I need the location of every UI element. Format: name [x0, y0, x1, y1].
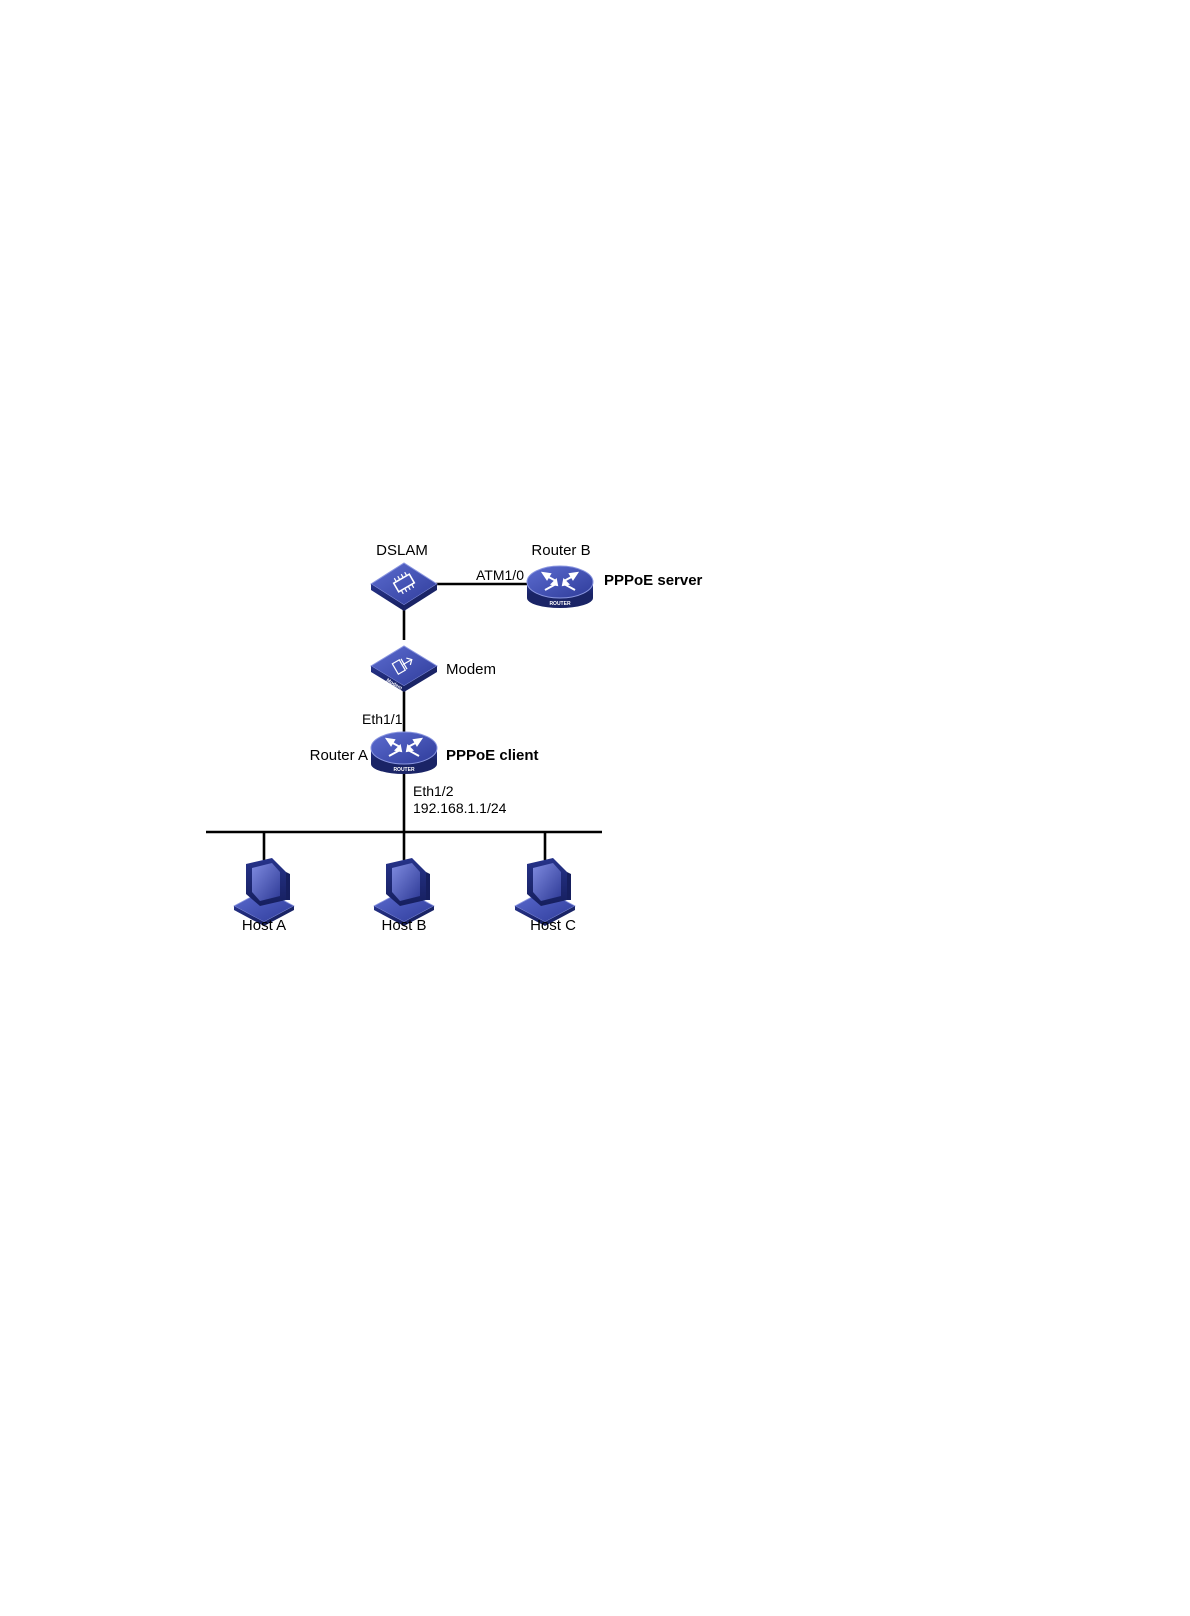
- host-a-icon: [234, 858, 294, 926]
- dslam-icon: [371, 563, 437, 611]
- router-a-role: PPPoE client: [446, 747, 539, 764]
- host-c-label: Host C: [530, 917, 576, 934]
- router-a-label: Router A: [310, 747, 368, 764]
- host-b-label: Host B: [381, 917, 426, 934]
- router-a-badge: ROUTER: [393, 767, 415, 773]
- modem-icon: Modem: [371, 646, 437, 692]
- router-b-badge: ROUTER: [549, 601, 571, 607]
- host-a-label: Host A: [242, 917, 286, 934]
- eth11-interface-label: Eth1/1: [362, 711, 403, 727]
- router-b-role: PPPoE server: [604, 572, 703, 589]
- dslam-label: DSLAM: [376, 542, 428, 559]
- router-b-label: Router B: [531, 542, 590, 559]
- router-b-icon: ROUTER: [527, 566, 593, 608]
- eth12-ip-label: 192.168.1.1/24: [413, 800, 507, 816]
- modem-label: Modem: [446, 661, 496, 678]
- atm-interface-label: ATM1/0: [476, 567, 524, 583]
- eth12-interface-label: Eth1/2: [413, 783, 454, 799]
- host-b-icon: [374, 858, 434, 926]
- host-c-icon: [515, 858, 575, 926]
- router-a-icon: ROUTER: [371, 732, 437, 774]
